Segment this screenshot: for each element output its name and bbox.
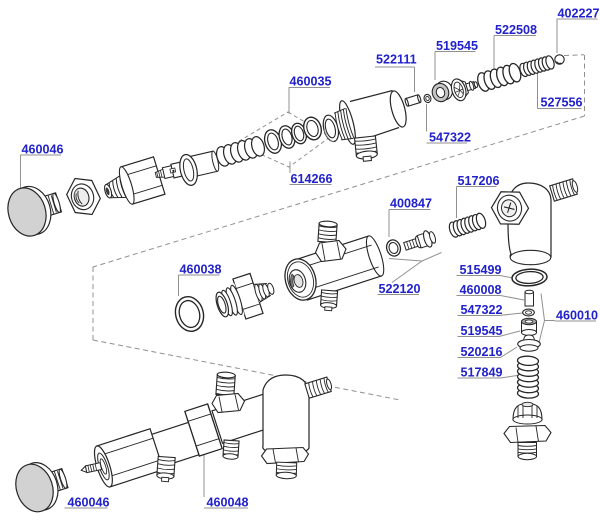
svg-text:519545: 519545 — [461, 324, 503, 338]
svg-text:522111: 522111 — [376, 53, 417, 67]
svg-text:614266: 614266 — [291, 172, 333, 186]
svg-text:519545: 519545 — [436, 39, 478, 53]
svg-text:460038: 460038 — [180, 263, 222, 277]
svg-text:460008: 460008 — [460, 283, 502, 297]
svg-text:522120: 522120 — [379, 282, 421, 296]
svg-text:400847: 400847 — [390, 197, 432, 211]
svg-text:515499: 515499 — [460, 263, 502, 277]
svg-text:460035: 460035 — [290, 75, 332, 89]
svg-text:460046: 460046 — [68, 496, 110, 510]
svg-text:547322: 547322 — [461, 303, 503, 317]
svg-text:520216: 520216 — [461, 345, 503, 359]
svg-text:460046: 460046 — [22, 143, 64, 157]
svg-text:402227: 402227 — [558, 7, 600, 21]
svg-text:517849: 517849 — [461, 366, 503, 380]
svg-text:460048: 460048 — [207, 496, 249, 510]
svg-text:517206: 517206 — [458, 174, 500, 188]
svg-text:547322: 547322 — [429, 131, 471, 145]
svg-text:460010: 460010 — [556, 309, 598, 323]
svg-text:527556: 527556 — [541, 96, 583, 110]
svg-text:522508: 522508 — [495, 23, 537, 37]
